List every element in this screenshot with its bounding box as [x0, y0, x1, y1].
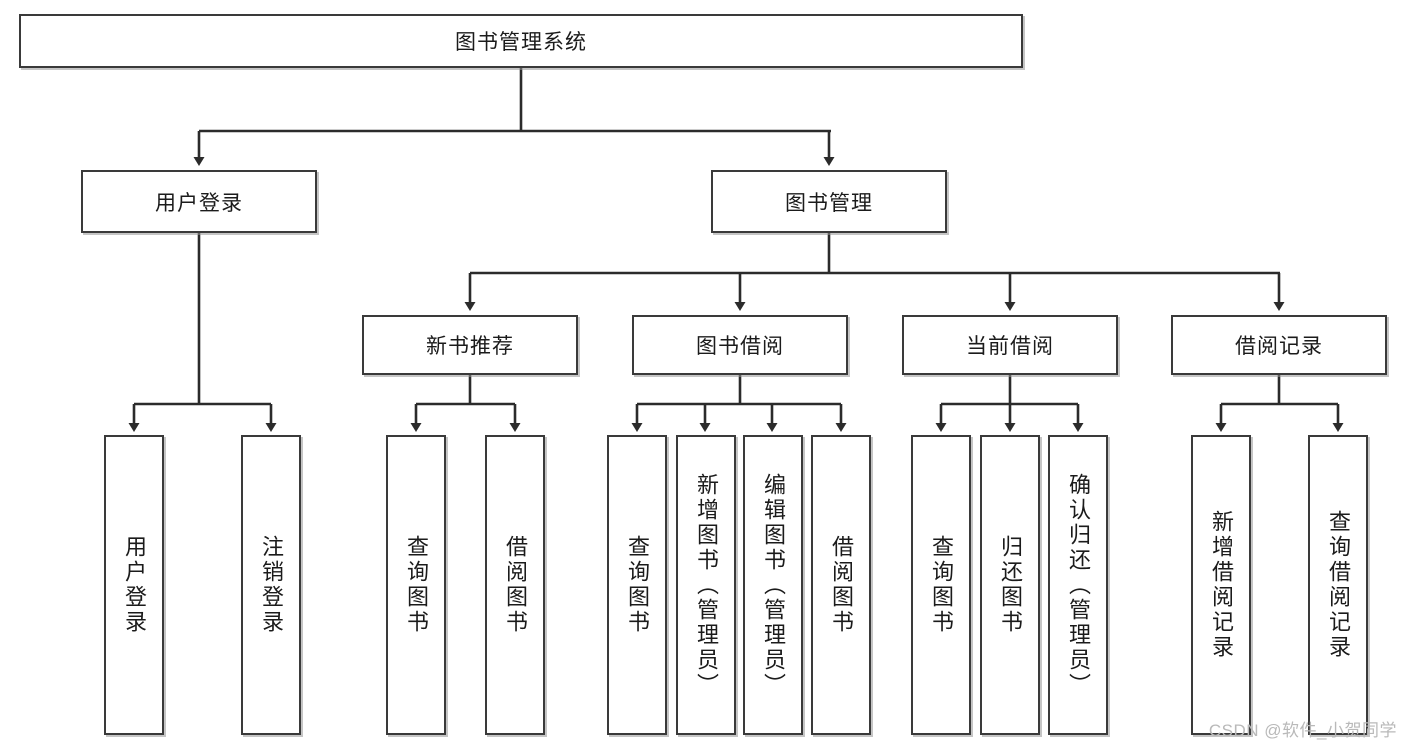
watermark: CSDN @软件_小贺同学	[1208, 721, 1397, 740]
leaf-borrow-book-2[interactable]: 借阅图书	[811, 435, 871, 735]
node-root-label: 图书管理系统	[455, 31, 587, 54]
leaf-logout-label: 注销登录	[259, 535, 284, 635]
leaf-edit-book[interactable]: 编辑图书（管理员）	[743, 435, 803, 735]
node-new-book-rec-label: 新书推荐	[426, 335, 514, 358]
node-current-borrow-label: 当前借阅	[966, 335, 1054, 358]
node-book-manage[interactable]: 图书管理	[711, 170, 947, 233]
leaf-return-book[interactable]: 归还图书	[980, 435, 1040, 735]
leaf-query-book-1-label: 查询图书	[404, 535, 429, 635]
leaf-add-record-label: 新增借阅记录	[1209, 510, 1234, 660]
node-new-book-rec[interactable]: 新书推荐	[362, 315, 578, 375]
node-book-borrow[interactable]: 图书借阅	[632, 315, 848, 375]
leaf-add-book[interactable]: 新增图书（管理员）	[676, 435, 736, 735]
node-user-login-label: 用户登录	[155, 191, 243, 215]
leaf-query-record-label: 查询借阅记录	[1326, 510, 1351, 660]
leaf-query-book-2-label: 查询图书	[625, 535, 650, 635]
leaf-confirm-return-label: 确认归还（管理员）	[1066, 472, 1091, 698]
node-current-borrow[interactable]: 当前借阅	[902, 315, 1118, 375]
node-user-login[interactable]: 用户登录	[81, 170, 317, 233]
leaf-return-book-label: 归还图书	[998, 535, 1023, 635]
leaf-edit-book-label: 编辑图书（管理员）	[761, 472, 786, 698]
leaf-user-login-label: 用户登录	[122, 535, 147, 635]
leaf-add-book-label: 新增图书（管理员）	[694, 472, 719, 698]
node-book-borrow-label: 图书借阅	[696, 335, 784, 358]
leaf-borrow-book-2-label: 借阅图书	[829, 535, 854, 635]
leaf-query-book-2[interactable]: 查询图书	[607, 435, 667, 735]
node-root[interactable]: 图书管理系统	[19, 14, 1023, 68]
leaf-query-record[interactable]: 查询借阅记录	[1308, 435, 1368, 735]
leaf-borrow-book-1[interactable]: 借阅图书	[485, 435, 545, 735]
leaf-user-login[interactable]: 用户登录	[104, 435, 164, 735]
node-book-manage-label: 图书管理	[785, 191, 873, 215]
leaf-query-book-3[interactable]: 查询图书	[911, 435, 971, 735]
node-borrow-record[interactable]: 借阅记录	[1171, 315, 1387, 375]
leaf-borrow-book-1-label: 借阅图书	[503, 535, 528, 635]
leaf-query-book-3-label: 查询图书	[929, 535, 954, 635]
leaf-add-record[interactable]: 新增借阅记录	[1191, 435, 1251, 735]
leaf-confirm-return[interactable]: 确认归还（管理员）	[1048, 435, 1108, 735]
node-borrow-record-label: 借阅记录	[1235, 335, 1323, 358]
leaf-query-book-1[interactable]: 查询图书	[386, 435, 446, 735]
leaf-logout[interactable]: 注销登录	[241, 435, 301, 735]
